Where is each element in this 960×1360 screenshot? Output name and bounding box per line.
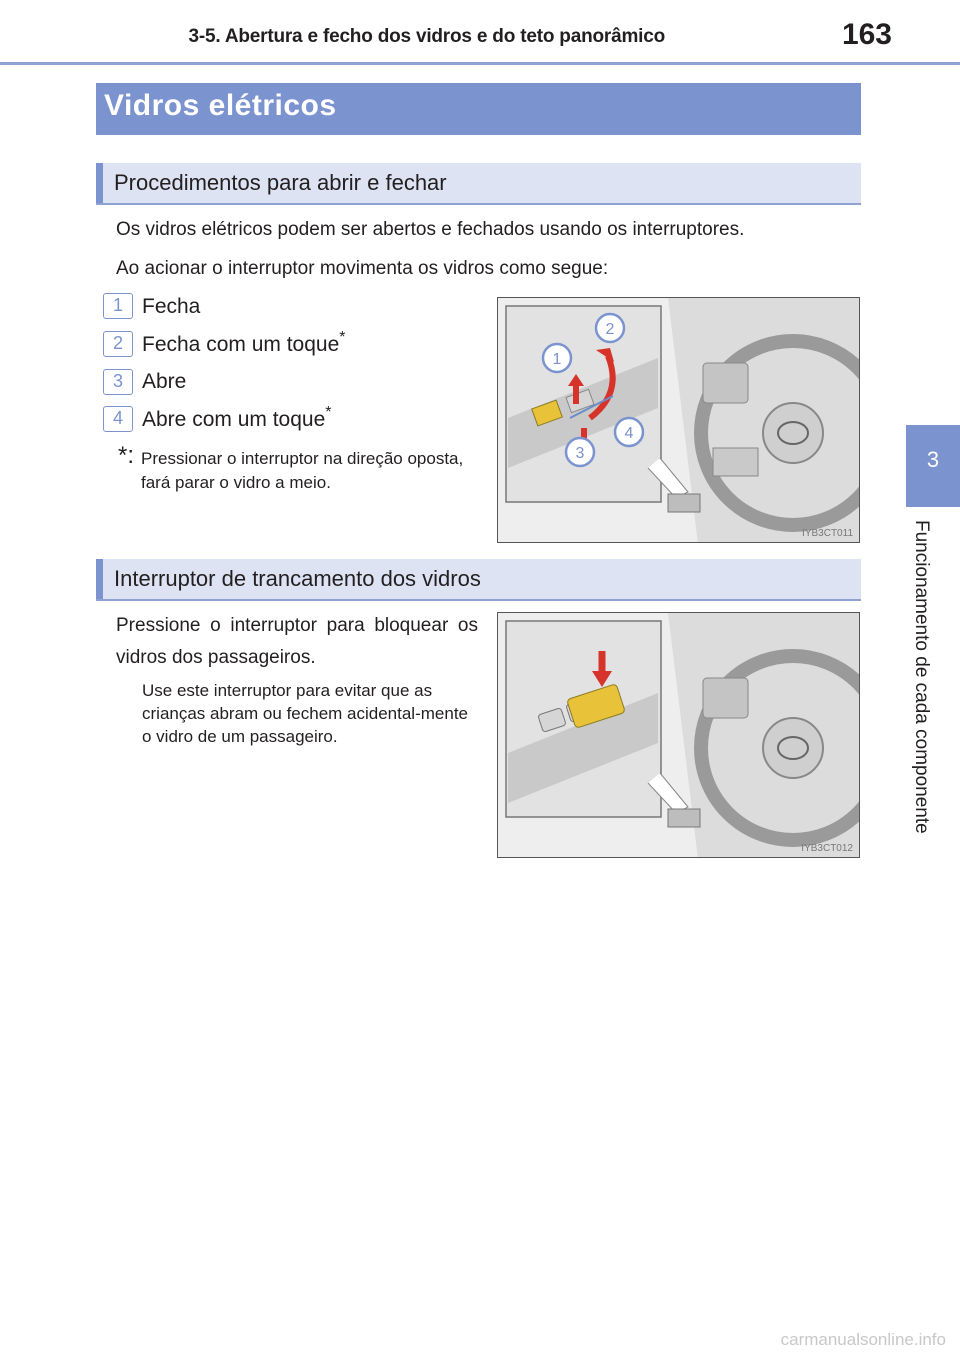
figure-code: IYB3CT011 [802,528,853,539]
number-badge-2: 2 [103,331,133,357]
item-text: Abre [142,370,187,393]
list-item: Fecha [142,295,200,319]
number-badge-4: 4 [103,406,133,432]
footnote-text: Pressionar o interruptor na direção opos… [141,449,464,492]
subsection-bar-lock: Interruptor de trancamento dos vidros [96,559,861,601]
callout-3: 3 [576,445,585,462]
window-switch-illustration: 1 2 3 4 IYB3CT011 [497,297,860,543]
section-title-bar [96,83,861,135]
chapter-number: 3 [926,447,940,472]
intro-paragraph: Os vidros elétricos podem ser abertos e … [116,219,745,240]
window-lock-illustration: IYB3CT012 [497,612,860,858]
number-badge-1: 1 [103,293,133,319]
running-head: 3-5. Abertura e fecho dos vidros e do te… [188,26,666,47]
header-rule [0,62,960,65]
asterisk-mark: * [339,329,346,346]
lock-paragraph: Pressione o interruptor para bloquear os… [116,615,478,668]
figure-code: IYB3CT012 [801,843,853,854]
number-badge-3: 3 [103,369,133,395]
asterisk-mark: * [325,404,332,421]
footnote-mark: *: [118,442,135,469]
item-text: Fecha com um toque [142,333,340,356]
list-item: Abre [142,370,186,394]
callout-4: 4 [625,425,634,442]
item-text: Fecha [142,295,201,318]
subsection-title: Interruptor de trancamento dos vidros [114,566,481,591]
chapter-title: Funcionamento de cada componente [911,520,932,834]
watermark: carmanualsonline.info [780,1330,946,1349]
chapter-tab: 3 [906,425,960,507]
callout-1: 1 [553,351,562,368]
subsection-title: Procedimentos para abrir e fechar [114,170,447,195]
subsection-bar-procedures: Procedimentos para abrir e fechar [96,163,861,205]
list-item: Fecha com um toque* [142,329,346,357]
lead-paragraph: Ao acionar o interruptor movimenta os vi… [116,258,609,279]
page-number: 163 [841,18,892,51]
lock-note: Use este interruptor para evitar que as … [142,681,468,746]
section-title: Vidros elétricos [104,89,337,122]
item-text: Abre com um toque [142,408,326,431]
list-item: Abre com um toque* [142,404,332,432]
callout-2: 2 [606,321,615,338]
